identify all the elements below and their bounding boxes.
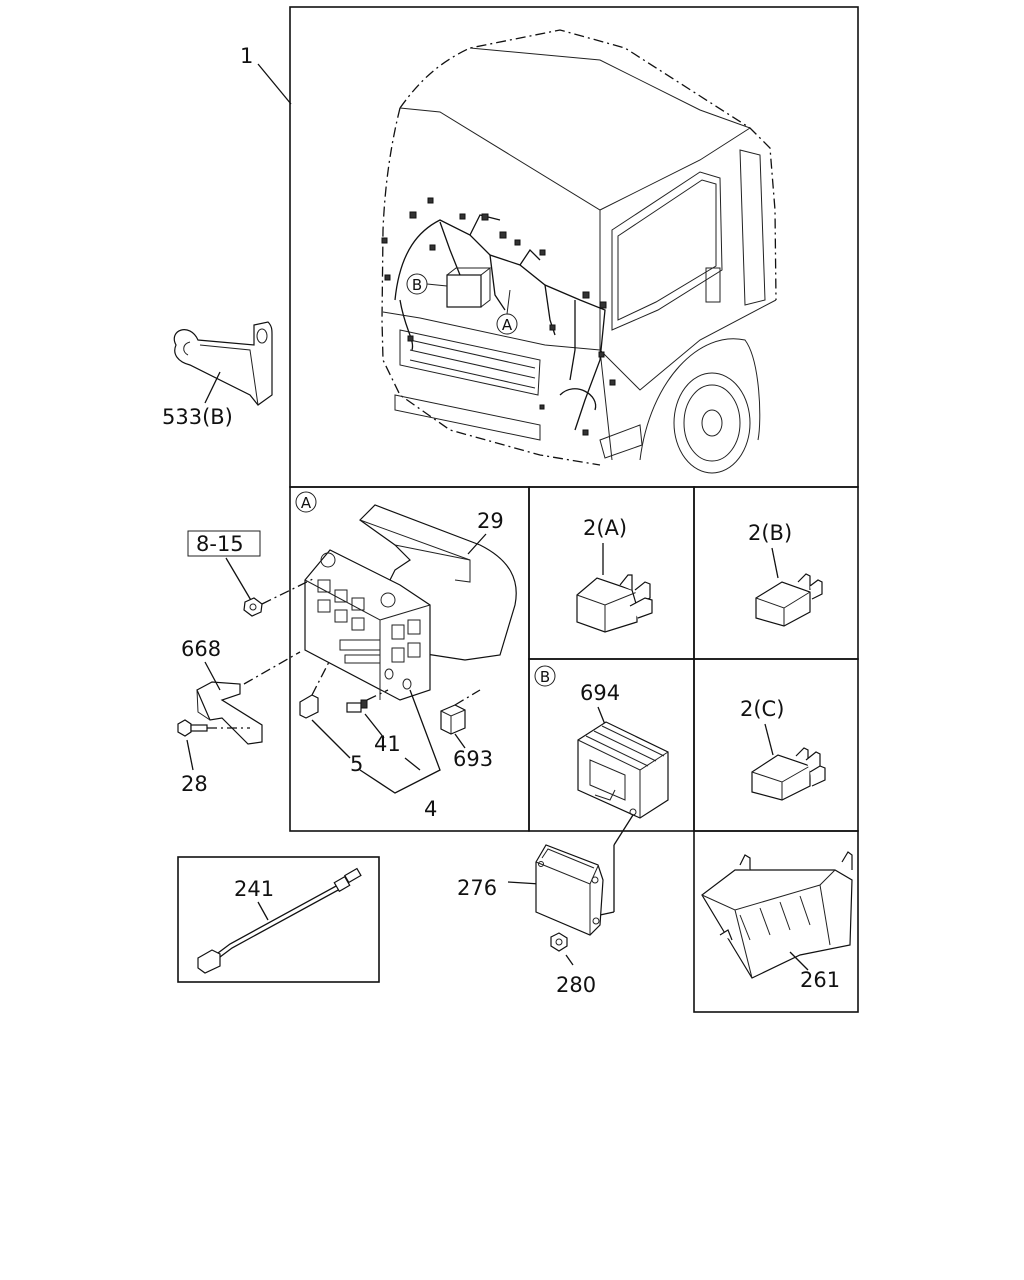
callout-533b: 533(B) bbox=[162, 405, 233, 429]
callout-29: 29 bbox=[477, 509, 504, 533]
callout-5: 5 bbox=[350, 752, 363, 776]
relay-2b-drawing bbox=[755, 573, 823, 627]
relay-2a-panel bbox=[528, 486, 695, 660]
panel-frames bbox=[177, 6, 859, 1013]
callout-241: 241 bbox=[234, 877, 274, 901]
marker-a-cab: A bbox=[502, 316, 513, 334]
callout-280: 280 bbox=[556, 973, 596, 997]
connector-line bbox=[613, 814, 634, 846]
callout-668: 668 bbox=[181, 637, 221, 661]
wheel-arch bbox=[639, 338, 761, 461]
cable-241-drawing bbox=[197, 867, 362, 974]
marker-a-detail: A bbox=[301, 494, 312, 512]
module-in-cab bbox=[446, 274, 482, 308]
module-276-drawing bbox=[535, 844, 604, 936]
cab-roof-outline bbox=[399, 29, 777, 301]
ref-box-8-15 bbox=[187, 530, 261, 557]
relay-5-drawing bbox=[299, 694, 319, 719]
cable-241-panel bbox=[177, 856, 380, 983]
marker-a-circle bbox=[295, 491, 317, 513]
relay-2b-panel bbox=[693, 486, 859, 660]
bolt-28-drawing bbox=[177, 719, 208, 737]
callout-276: 276 bbox=[457, 876, 497, 900]
relay-2c-drawing bbox=[751, 747, 826, 801]
callout-2b: 2(B) bbox=[748, 521, 792, 545]
bracket-533b-drawing bbox=[173, 321, 273, 406]
callout-28: 28 bbox=[181, 772, 208, 796]
relay-693-drawing bbox=[440, 704, 466, 735]
nut-8-15 bbox=[243, 597, 263, 617]
wire-harness bbox=[394, 219, 606, 431]
bracket-668-drawing bbox=[196, 681, 263, 745]
tray-261-panel bbox=[693, 830, 859, 1013]
main-cab-panel bbox=[289, 6, 859, 488]
cab-front-outline bbox=[381, 107, 601, 466]
bracket-694-drawing bbox=[577, 721, 669, 819]
marker-b-cab: B bbox=[412, 276, 422, 294]
wheel bbox=[673, 372, 751, 474]
callout-693: 693 bbox=[453, 747, 493, 771]
fuse-box-4-drawing bbox=[304, 549, 431, 701]
marker-b-detail: B bbox=[540, 668, 550, 686]
harness-connectors bbox=[381, 197, 616, 436]
relay-2c-panel bbox=[693, 658, 859, 832]
callout-694: 694 bbox=[580, 681, 620, 705]
truck-cab-drawing: B A bbox=[381, 29, 777, 474]
fuse-41-drawing bbox=[346, 699, 368, 713]
marker-b-circle bbox=[534, 665, 556, 687]
callout-261: 261 bbox=[800, 968, 840, 992]
callout-2a: 2(A) bbox=[583, 516, 627, 540]
callout-4: 4 bbox=[424, 797, 437, 821]
relay-2a-drawing bbox=[576, 574, 653, 633]
callout-2c: 2(C) bbox=[740, 697, 784, 721]
callout-41: 41 bbox=[374, 732, 401, 756]
callout-1: 1 bbox=[240, 44, 253, 68]
callout-8-15: 8-15 bbox=[196, 532, 244, 556]
side-window bbox=[611, 171, 723, 331]
tray-261-drawing bbox=[701, 851, 853, 979]
nut-280 bbox=[550, 932, 568, 952]
